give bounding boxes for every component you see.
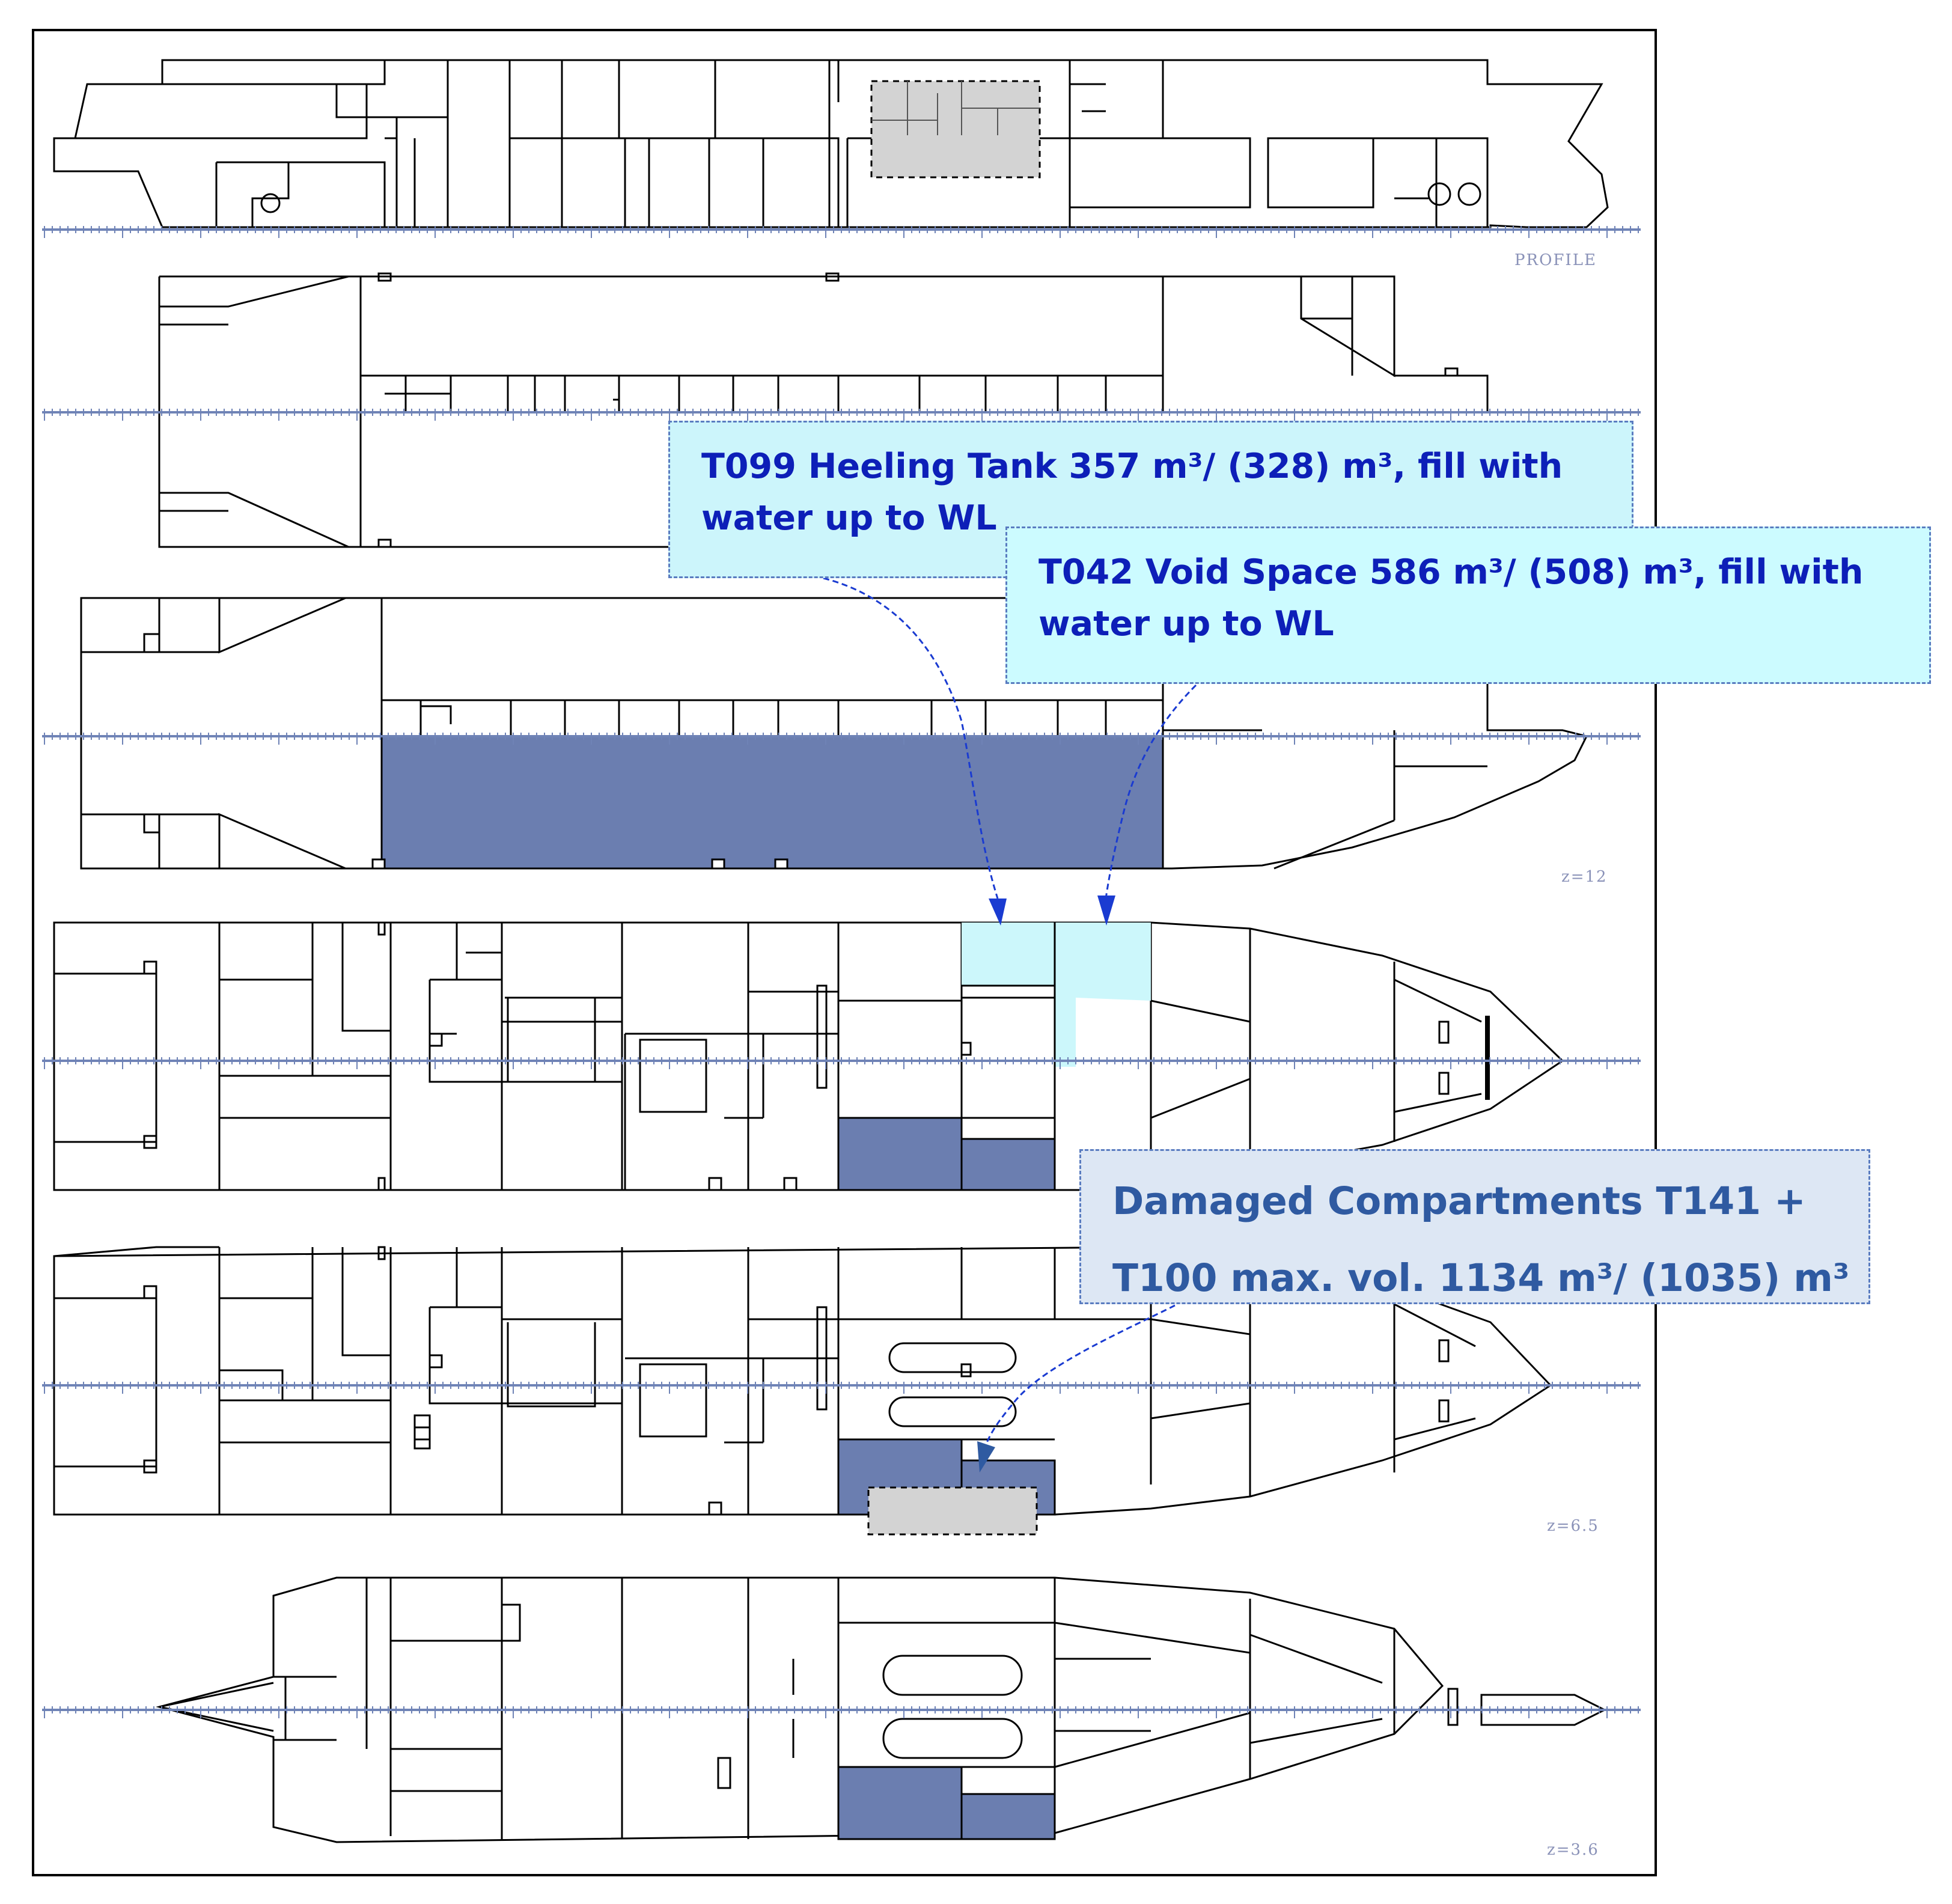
arrowhead-t099 — [989, 899, 1007, 926]
damaged-compartment-t100-c — [960, 1793, 1056, 1840]
callout-t042-line2: water up to WL — [1039, 604, 1334, 644]
arrowhead-t042 — [1097, 896, 1115, 926]
callout-damaged-compartments: Damaged Compartments T141 + T100 max. vo… — [1079, 1149, 1870, 1304]
flooded-t099 — [962, 923, 1055, 986]
view-label-profile: PROFILE — [1514, 251, 1597, 269]
view-label-z36: z=3.6 — [1547, 1841, 1599, 1859]
damaged-compartment-t141-c — [837, 1766, 963, 1840]
drawing-frame — [32, 29, 1657, 1876]
plan-view-z65 — [53, 1246, 1552, 1516]
damaged-compartment-t100-a — [960, 1138, 1056, 1191]
callout-damaged-line1: Damaged Compartments T141 + — [1112, 1179, 1806, 1223]
arrow-damaged — [984, 1304, 1176, 1446]
damaged-compartment-t141-a — [837, 1117, 963, 1191]
grey-box-z65 — [867, 1486, 1038, 1536]
plan-view-tank-deck — [53, 921, 1564, 1191]
arrowhead-damaged — [977, 1441, 995, 1472]
damaged-compartment-z12 — [380, 735, 1164, 870]
view-label-z12: z=12 — [1561, 868, 1608, 886]
callout-t099-line2: water up to WL — [701, 498, 997, 538]
grey-box-profile — [870, 80, 1041, 178]
view-label-z65: z=6.5 — [1547, 1517, 1599, 1535]
callout-arrows — [823, 577, 1197, 1446]
plan-view-z12 — [80, 597, 1588, 870]
callout-t042-void-space: T042 Void Space 586 m³/ (508) m³, fill w… — [1005, 526, 1931, 684]
profile-view — [53, 59, 1609, 228]
arrow-t099 — [823, 577, 999, 899]
scale-ticks — [44, 226, 1639, 1718]
flooded-t042 — [1055, 923, 1151, 1067]
callout-damaged-line2: T100 max. vol. 1134 m³/ (1035) m³ — [1112, 1256, 1850, 1300]
deck-plan-view — [158, 272, 1489, 548]
callout-t099-line1: T099 Heeling Tank 357 m³/ (328) m³, fill… — [701, 447, 1563, 486]
callout-t042-line1: T042 Void Space 586 m³/ (508) m³, fill w… — [1039, 552, 1864, 592]
arrow-t042 — [1105, 684, 1197, 899]
